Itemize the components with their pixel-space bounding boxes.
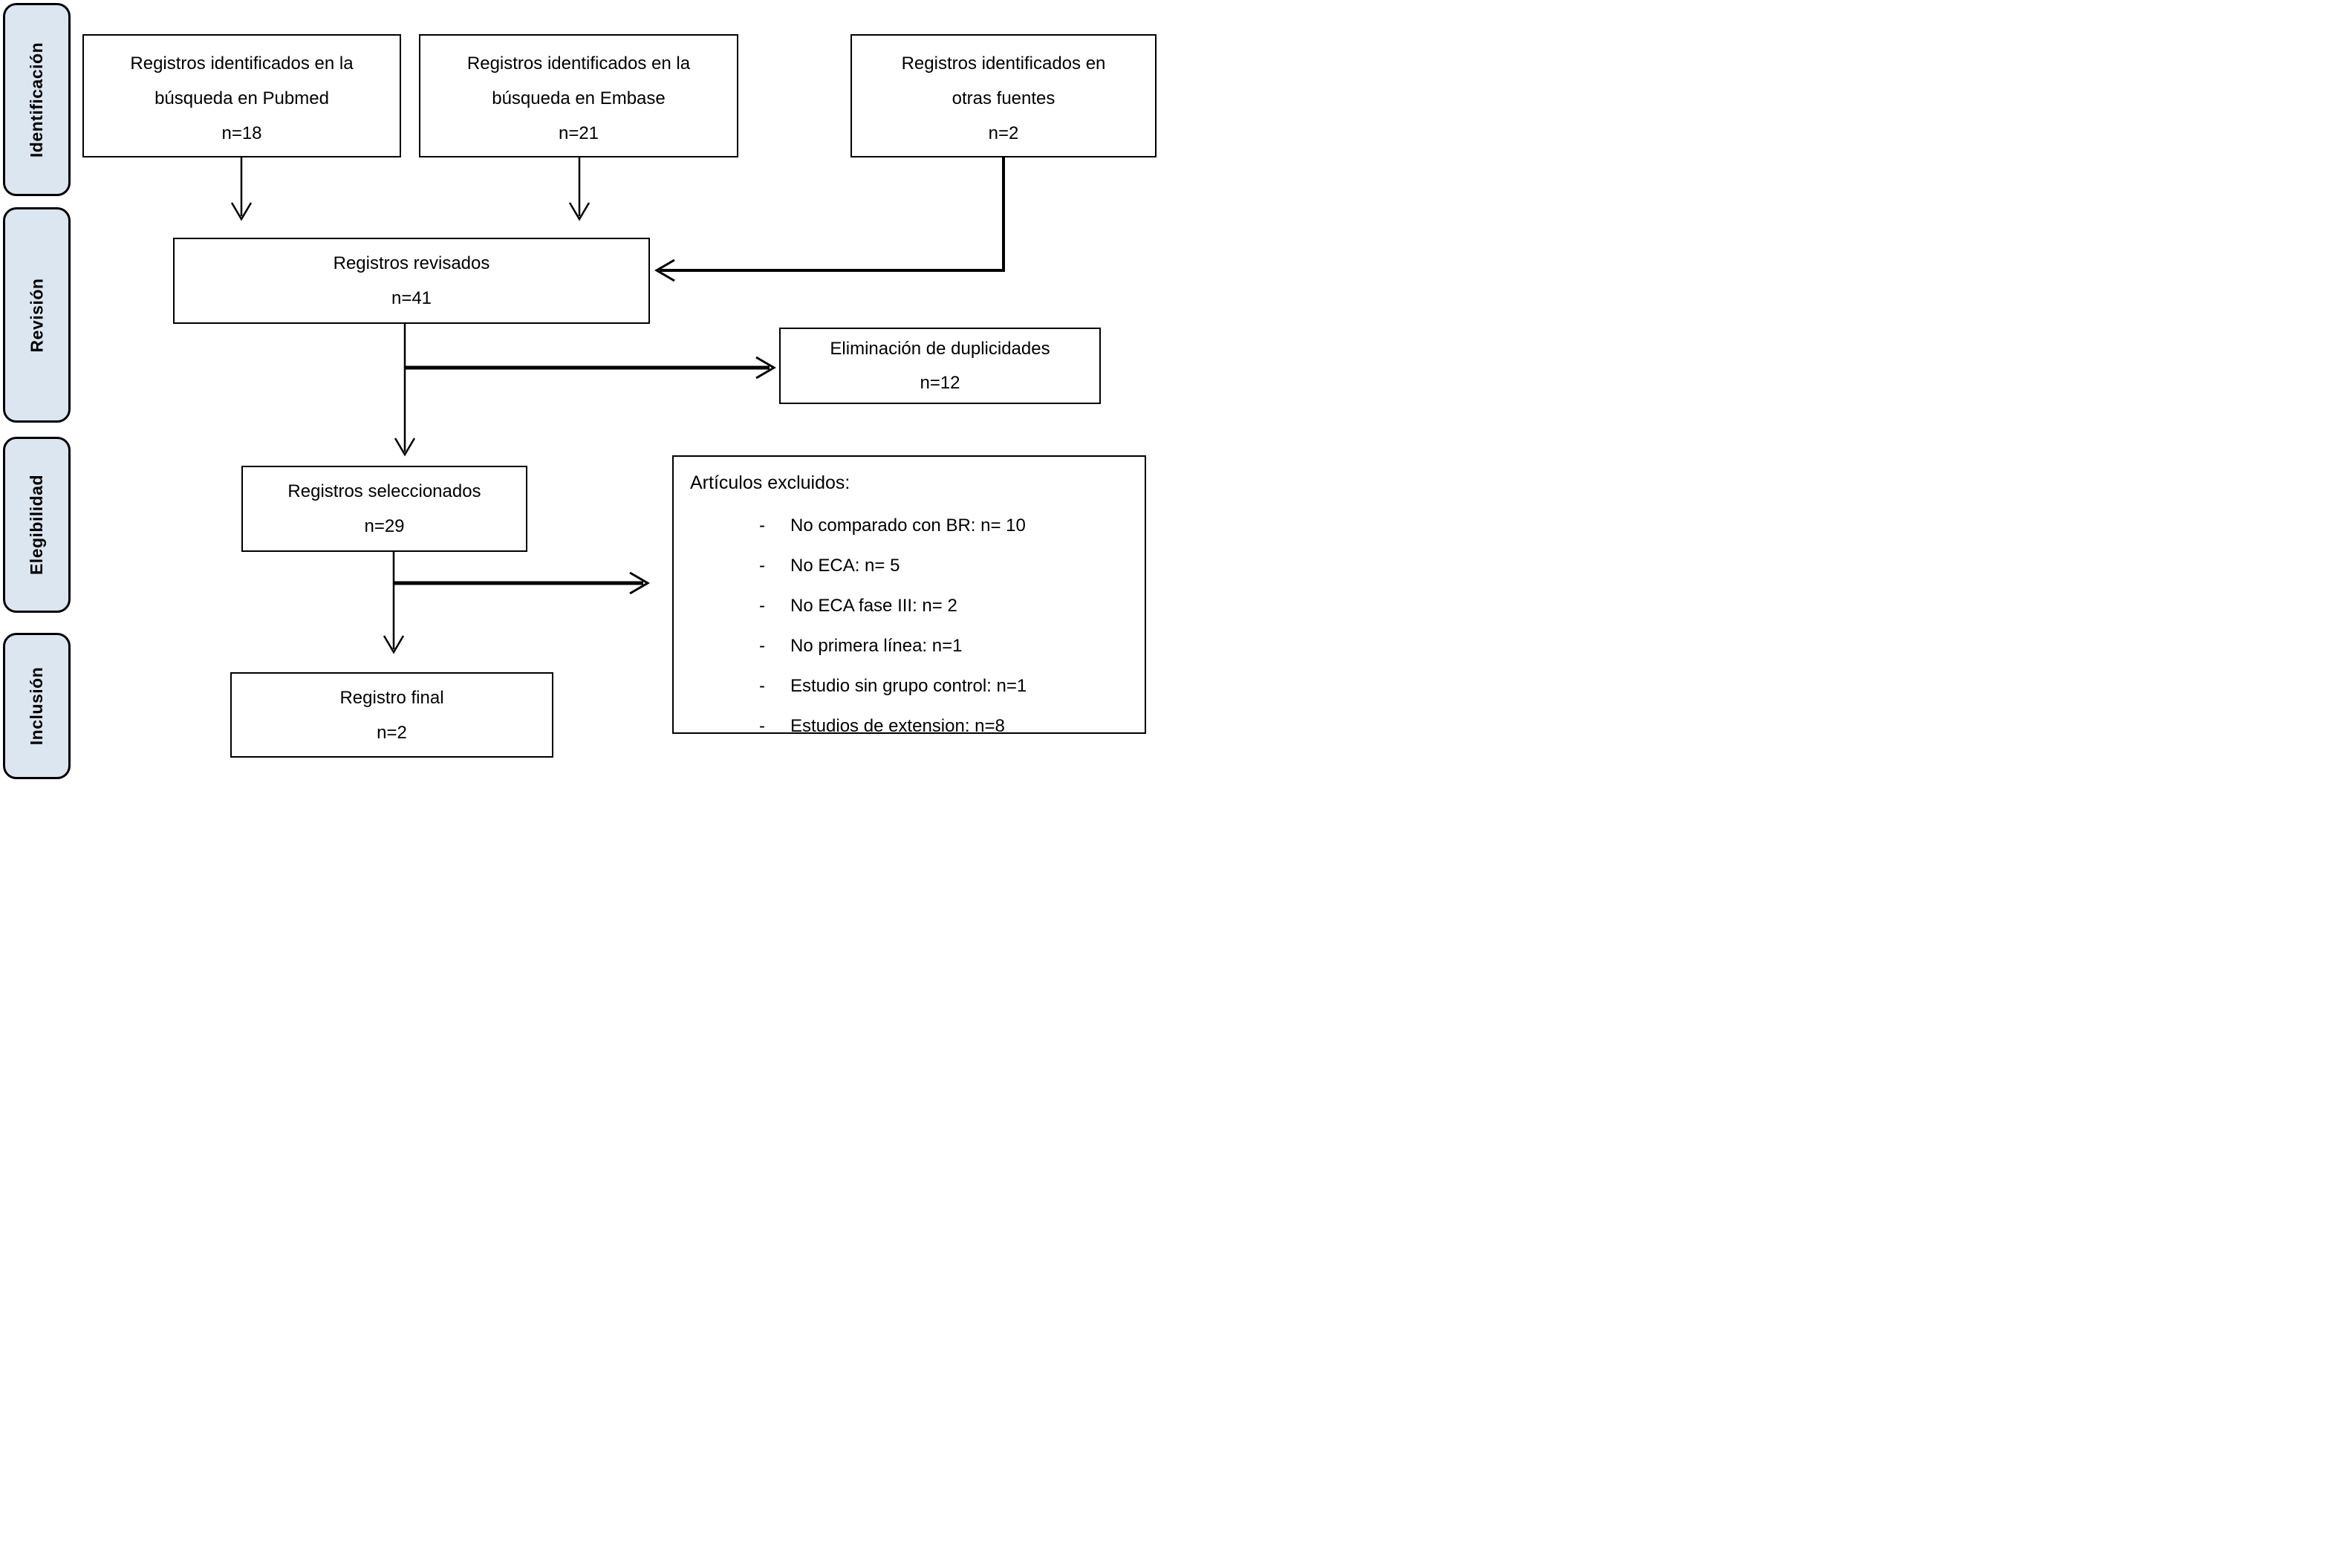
excluded-item: - No ECA: n= 5	[690, 546, 1137, 586]
box-other-label: Registros identificados en otras fuentes	[901, 53, 1106, 108]
arrowhead-other-left	[654, 258, 675, 282]
arrowhead-embase-down	[568, 202, 591, 221]
box-excluded-articles: Artículos excluidos: - No comparado con …	[672, 455, 1146, 736]
excluded-item-text: Estudios de extension: n=8	[790, 716, 1005, 736]
box-pubmed-label: Registros identificados en la búsqueda e…	[130, 53, 354, 108]
excluded-item: - No ECA fase III: n= 2	[690, 586, 1137, 626]
box-embase-label: Registros identificados en la búsqueda e…	[466, 53, 691, 108]
stage-review-label: Revisión	[27, 278, 46, 352]
box-selected-label: Registros seleccionados	[287, 481, 481, 501]
box-pubmed-records: Registros identificados en la búsqueda e…	[82, 34, 401, 157]
excluded-item-text: No ECA fase III: n= 2	[790, 596, 957, 616]
excluded-list: - No comparado con BR: n= 10 - No ECA: n…	[690, 506, 1137, 746]
excluded-item-bullet: -	[759, 515, 765, 536]
excluded-item-text: Estudio sin grupo control: n=1	[790, 676, 1027, 696]
box-duplicates-count: n=12	[920, 373, 960, 393]
box-final-label: Registro final	[339, 688, 444, 708]
box-duplicate-removal: Eliminación de duplicidades n=12	[779, 328, 1101, 404]
excluded-item-bullet: -	[759, 596, 765, 616]
stage-identification: Identificación	[3, 3, 71, 196]
box-reviewed-records: Registros revisados n=41	[173, 238, 650, 324]
box-duplicates-label: Eliminación de duplicidades	[830, 339, 1050, 359]
arrowhead-selected-down	[383, 635, 405, 654]
stage-inclusion: Inclusión	[3, 633, 71, 779]
excluded-item: - Estudio sin grupo control: n=1	[690, 666, 1137, 706]
connector-layer	[230, 157, 1005, 654]
excluded-item-text: No primera línea: n=1	[790, 636, 963, 656]
excluded-item-bullet: -	[759, 556, 765, 576]
box-selected-records: Registros seleccionados n=29	[241, 466, 527, 552]
box-embase-count: n=21	[558, 123, 599, 143]
box-embase-records: Registros identificados en la búsqueda e…	[419, 34, 738, 157]
excluded-item: - No primera línea: n=1	[690, 626, 1137, 666]
stage-inclusion-label: Inclusión	[27, 666, 47, 746]
excluded-item-text: No ECA: n= 5	[790, 556, 900, 576]
box-other-count: n=2	[988, 123, 1019, 143]
stage-review: Revisión	[3, 207, 71, 423]
stage-identification-label: Identificación	[27, 42, 46, 157]
arrowhead-excluded-right	[629, 571, 650, 595]
excluded-item-bullet: -	[759, 676, 765, 696]
box-selected-count: n=29	[364, 516, 405, 536]
excluded-item: - No comparado con BR: n= 10	[690, 506, 1137, 546]
prisma-flow-diagram: Identificación Revisión Elegibilidad Inc…	[0, 0, 1171, 784]
arrowhead-pubmed-down	[230, 202, 253, 221]
box-reviewed-label: Registros revisados	[333, 253, 490, 273]
arrow-other-to-reviewed	[660, 157, 1005, 272]
excluded-item-text: No comparado con BR: n= 10	[790, 515, 1026, 536]
box-reviewed-count: n=41	[391, 288, 432, 308]
stage-eligibility-label: Elegibilidad	[27, 474, 47, 576]
excluded-item: - Estudios de extension: n=8	[690, 706, 1137, 746]
arrowhead-duplicates-right	[755, 356, 776, 380]
box-pubmed-count: n=18	[221, 123, 262, 143]
arrowhead-reviewed-down	[394, 437, 416, 457]
excluded-item-bullet: -	[759, 716, 765, 736]
stage-eligibility: Elegibilidad	[3, 437, 71, 613]
excluded-item-bullet: -	[759, 636, 765, 656]
box-final-count: n=2	[377, 723, 407, 743]
box-other-sources-records: Registros identificados en otras fuentes…	[850, 34, 1157, 157]
box-final-records: Registro final n=2	[230, 672, 553, 758]
excluded-title: Artículos excluidos:	[690, 472, 850, 493]
